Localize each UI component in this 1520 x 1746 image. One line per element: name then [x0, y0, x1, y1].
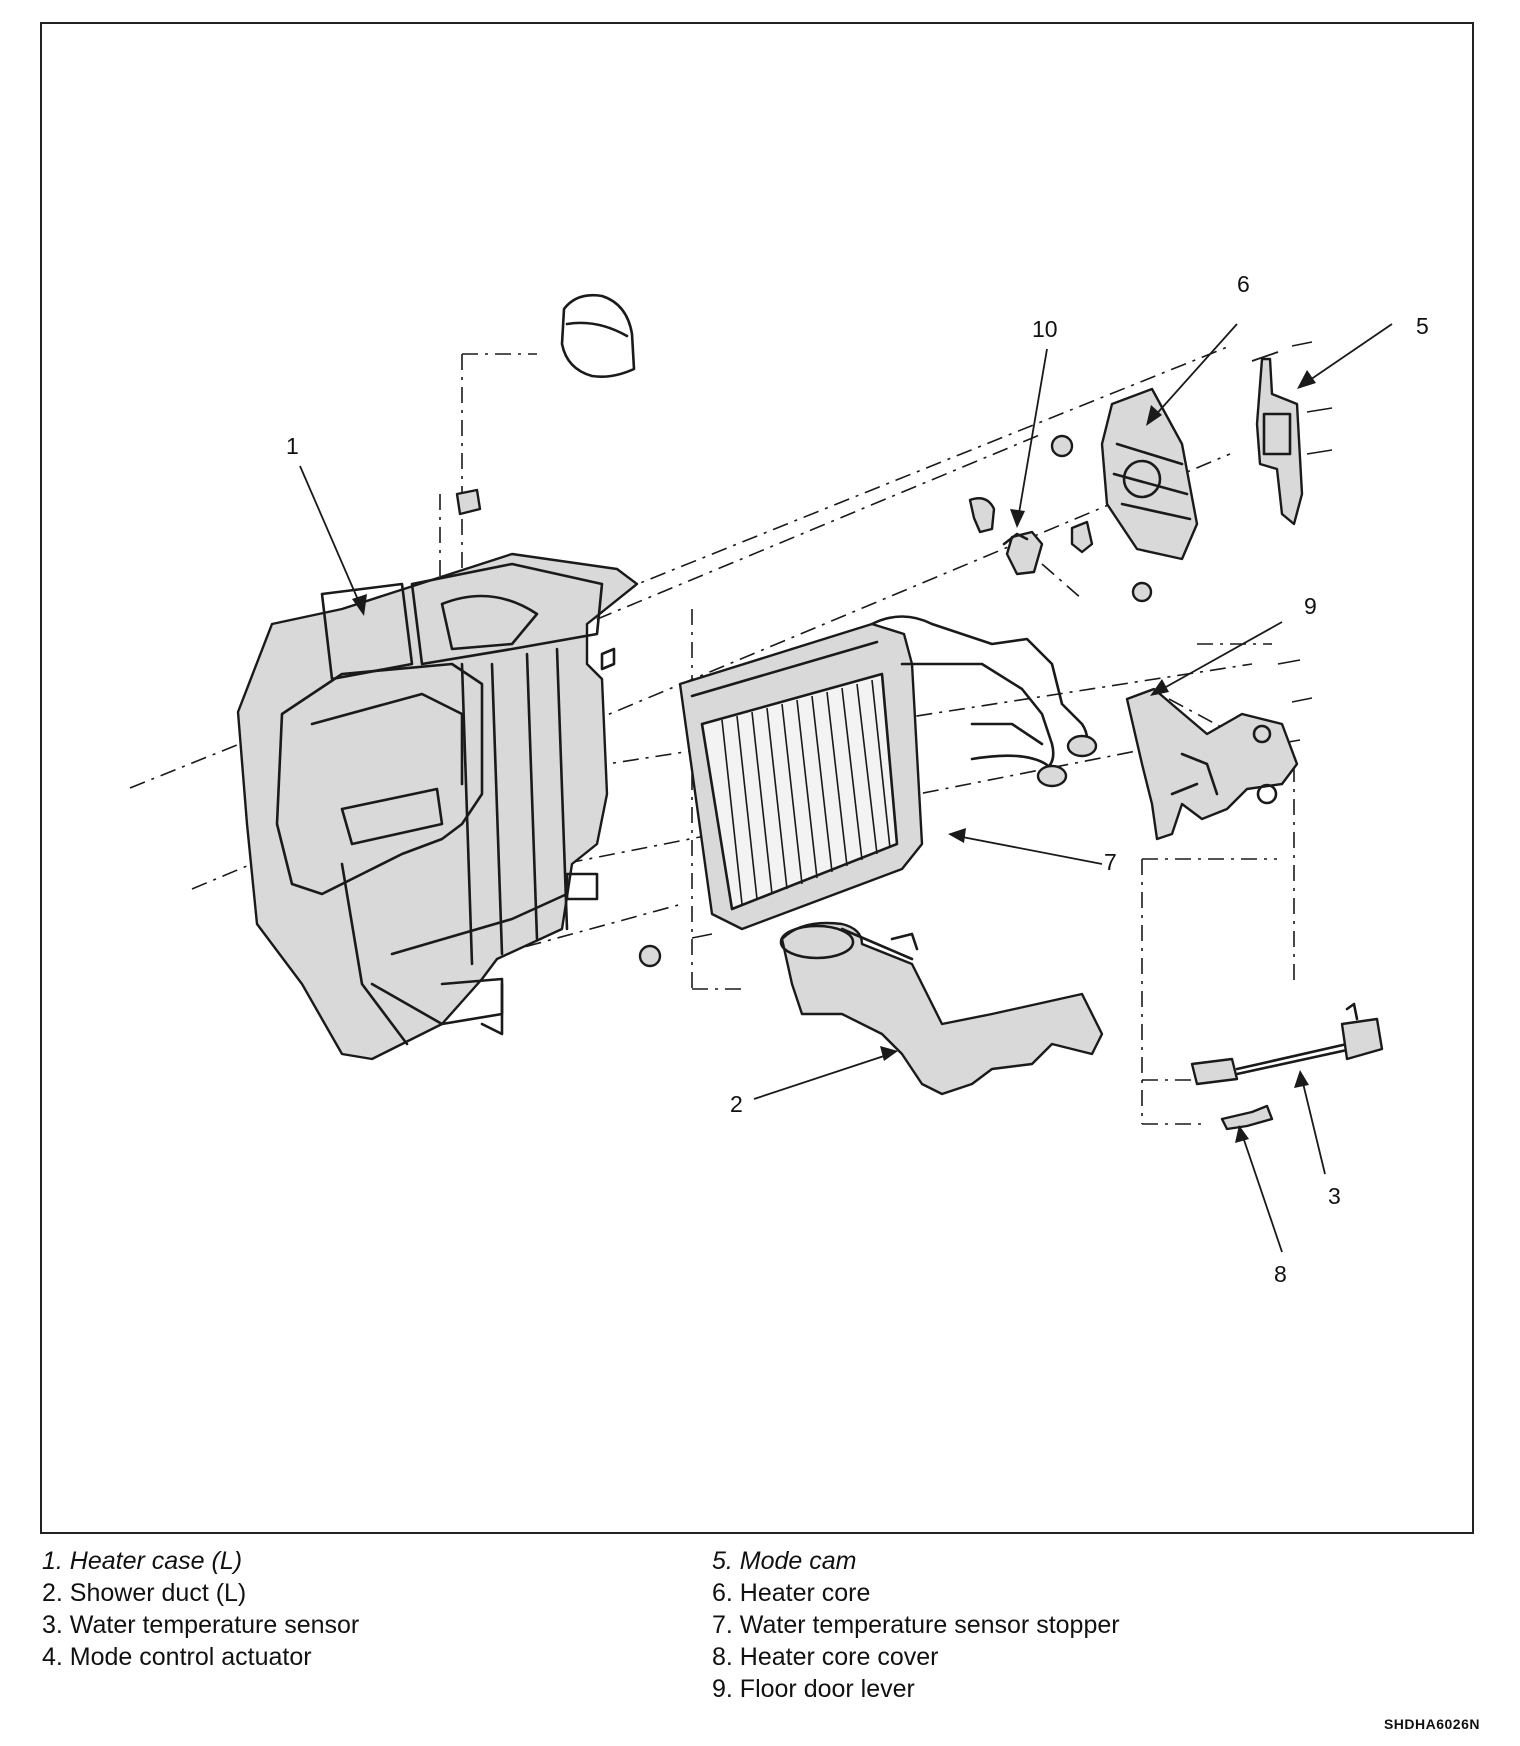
small-hardware	[455, 294, 1333, 968]
legend-item-2: 2. Shower duct (L)	[42, 1579, 247, 1607]
shower-duct-part	[779, 921, 1104, 1096]
callout-6: 6	[1237, 271, 1250, 297]
legend-item-6: 6. Heater core	[712, 1579, 871, 1607]
heater-case-part	[236, 552, 639, 1061]
callout-5: 5	[1416, 313, 1429, 339]
floor-door-lever-part	[1125, 687, 1299, 841]
legend-item-1: 1. Heater case (L)	[42, 1547, 243, 1575]
heater-core-fins	[721, 679, 891, 905]
heater-core-part	[678, 615, 1098, 931]
legend-item-4: 4. Mode control actuator	[42, 1643, 312, 1671]
parts-legend: 1. Heater case (L) 2. Shower duct (L) 3.…	[42, 1545, 1472, 1703]
callout-9: 9	[1304, 593, 1317, 619]
diagram-frame: 1 2 3 5 6 7 8 9 10	[40, 22, 1474, 1534]
callout-10: 10	[1032, 316, 1058, 342]
exploded-view-diagram: 1 2 3 5 6 7 8 9 10	[129, 271, 1429, 1287]
callout-2: 2	[730, 1091, 743, 1117]
legend-item-7: 7. Water temperature sensor stopper	[712, 1611, 1120, 1639]
legend-column-right: 5. Mode cam 6. Heater core 7. Water temp…	[712, 1545, 1120, 1705]
callout-8: 8	[1274, 1261, 1287, 1287]
callout-3: 3	[1328, 1183, 1341, 1209]
water-temperature-sensor-part	[1190, 1002, 1384, 1086]
legend-item-8: 8. Heater core cover	[712, 1643, 939, 1671]
callout-1: 1	[286, 433, 299, 459]
legend-item-5: 5. Mode cam	[712, 1547, 857, 1575]
legend-item-9: 9. Floor door lever	[712, 1675, 915, 1703]
figure-code: SHDHA6026N	[1383, 1716, 1480, 1732]
mode-cam-part	[1100, 357, 1304, 561]
callout-numbers: 1 2 3 5 6 7 8 9 10	[286, 271, 1429, 1287]
legend-column-left: 1. Heater case (L) 2. Shower duct (L) 3.…	[42, 1545, 359, 1673]
legend-item-3: 3. Water temperature sensor	[42, 1611, 360, 1639]
callout-7: 7	[1104, 849, 1117, 875]
leader-lines	[299, 323, 1393, 1253]
water-temperature-sensor-stopper-part	[1220, 1104, 1274, 1131]
